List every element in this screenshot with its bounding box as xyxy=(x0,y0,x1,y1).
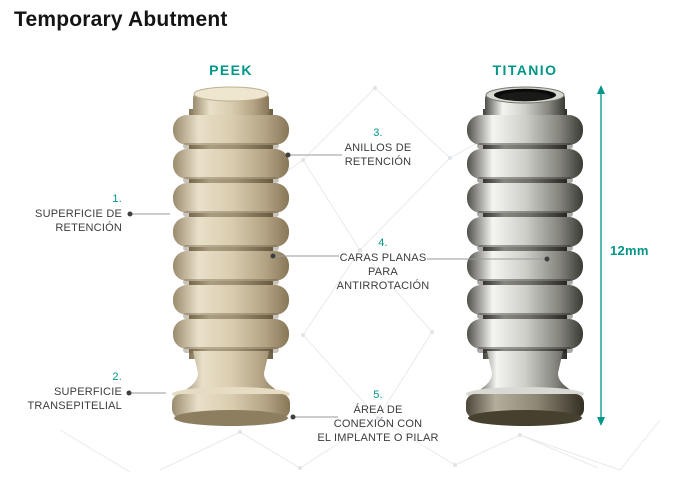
callout-text: TRANSEPITELIAL xyxy=(27,400,122,413)
callout-superficie-retencion: 1. SUPERFICIE DE RETENCIÓN xyxy=(8,192,122,235)
callout-text: ANILLOS DE xyxy=(344,142,412,155)
dimension-label: 12mm xyxy=(610,243,649,258)
callout-text: SUPERFICIE DE xyxy=(35,208,122,221)
material-label-titanio: TITANIO xyxy=(492,62,558,78)
callout-number: 1. xyxy=(112,193,122,205)
callout-text: SUPERFICIE xyxy=(53,386,122,399)
callout-text: EL IMPLANTE O PILAR xyxy=(317,432,439,445)
callout-number: 5. xyxy=(373,389,383,401)
callout-number: 3. xyxy=(373,127,383,139)
callout-number: 2. xyxy=(112,371,122,383)
callout-text: PARA xyxy=(368,266,398,279)
callout-text: ÁREA DE xyxy=(353,404,403,417)
callout-text: RETENCIÓN xyxy=(344,156,412,169)
callout-number: 4. xyxy=(378,237,388,249)
peek-abutment-svg xyxy=(172,86,290,426)
titanium-abutment-svg xyxy=(466,86,584,426)
callout-caras-planas: 4. CARAS PLANAS PARA ANTIRROTACIÓN xyxy=(316,236,450,293)
callout-text: CONEXIÓN CON xyxy=(333,418,423,431)
callout-superficie-transepitelial: 2. SUPERFICIE TRANSEPITELIAL xyxy=(8,370,122,413)
titanium-abutment-image xyxy=(461,85,589,430)
callout-anillos-retencion: 3. ANILLOS DE RETENCIÓN xyxy=(316,126,440,169)
callout-text: ANTIRROTACIÓN xyxy=(336,280,430,293)
dimension-arrow xyxy=(597,85,605,426)
callout-area-conexion: 5. ÁREA DE CONEXIÓN CON EL IMPLANTE O PI… xyxy=(306,388,450,445)
callout-text: CARAS PLANAS xyxy=(339,252,427,265)
peek-abutment-image xyxy=(167,85,295,430)
page-title: Temporary Abutment xyxy=(14,8,228,31)
callout-text: RETENCIÓN xyxy=(55,222,122,235)
material-label-peek: PEEK xyxy=(209,62,253,78)
